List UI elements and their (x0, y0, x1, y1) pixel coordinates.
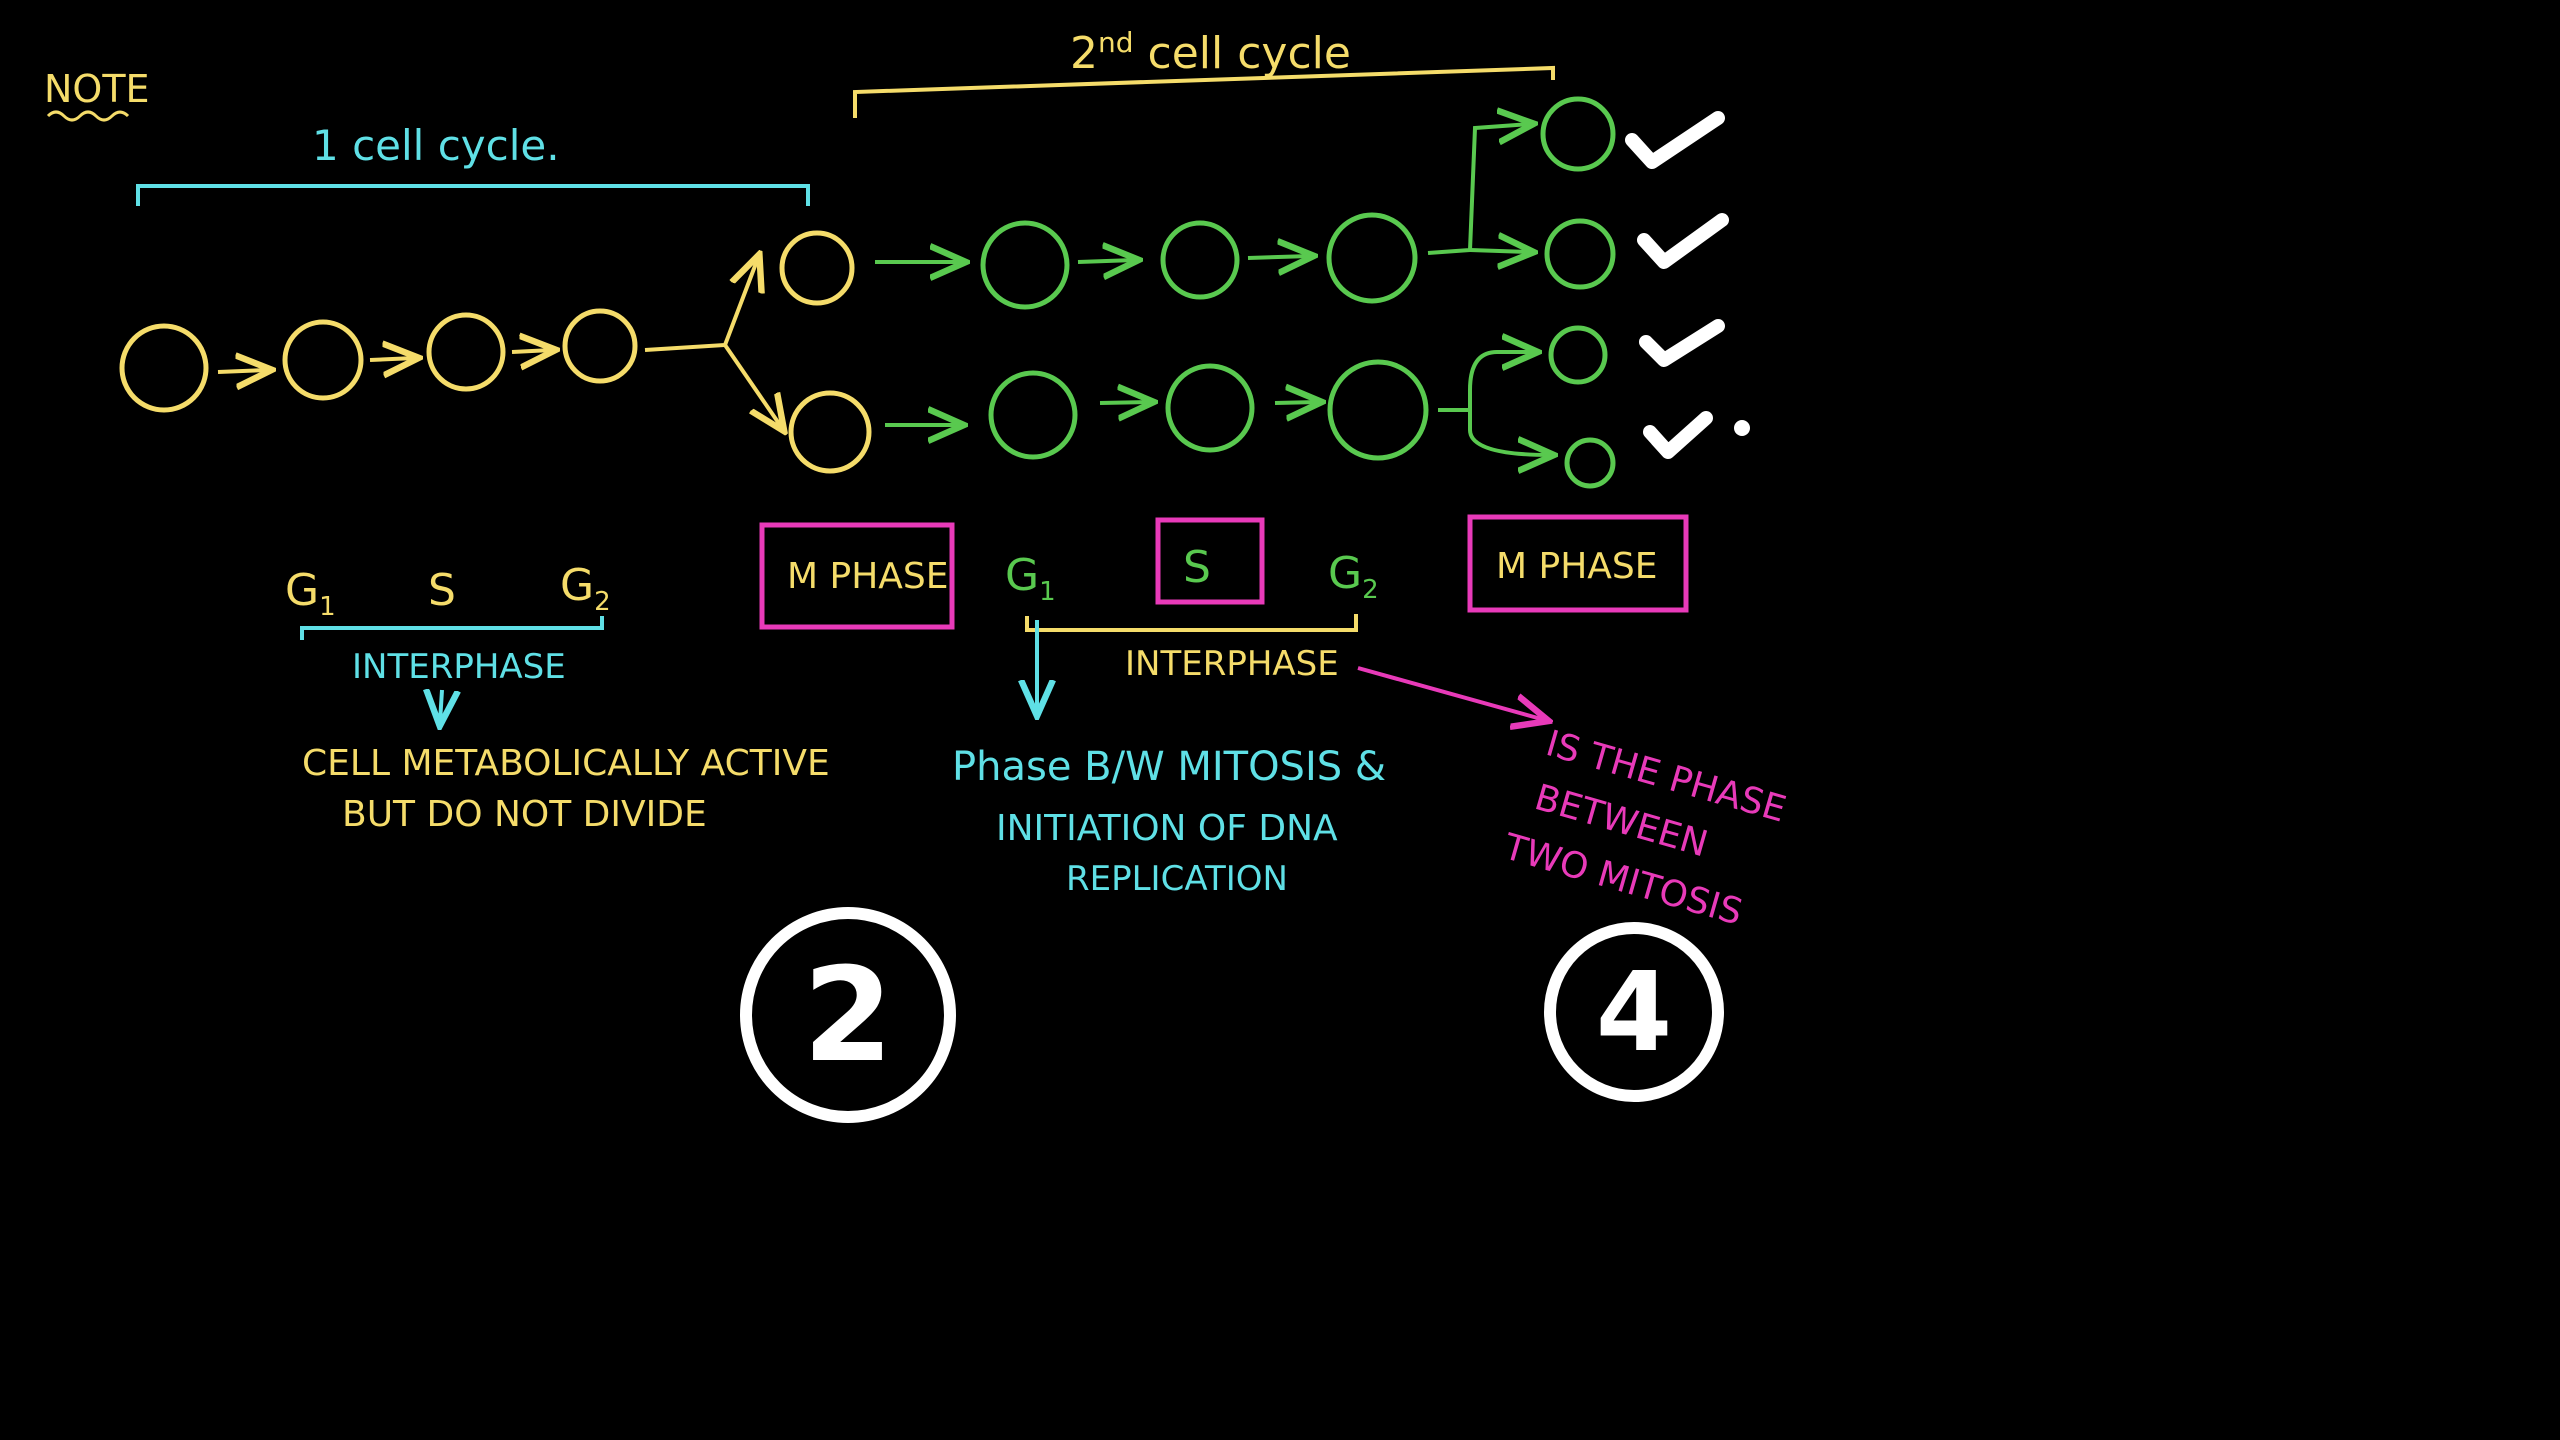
second-cycle-label-sup: nd (1098, 26, 1134, 59)
count-circle-2 (740, 907, 956, 1123)
check-icon (1625, 111, 1725, 169)
cell (426, 312, 506, 392)
check-marks (1625, 111, 1729, 459)
first-cycle-phase-labels: G1 S G2 (285, 560, 611, 622)
cell (1548, 325, 1608, 385)
second-cycle-label-main: 2 (1070, 28, 1098, 79)
second-description-line1: Phase B/W MITOSIS & (952, 744, 1386, 790)
second-interphase-bracket (1025, 614, 1358, 632)
cell (1544, 218, 1616, 290)
cell (1540, 96, 1616, 172)
count-after-first-division: 2 (803, 939, 893, 1091)
first-interphase-label: INTERPHASE (352, 647, 566, 687)
second-s-label: S (1183, 542, 1211, 593)
g2-main: G (560, 560, 594, 611)
cell (988, 370, 1078, 460)
second-cycle-cells (980, 96, 1616, 489)
count-after-second-division: 4 (1596, 948, 1673, 1076)
first-cycle-cells (119, 308, 638, 413)
check-icon (1637, 213, 1729, 269)
g2-sub: 2 (594, 587, 611, 617)
second-g2-main: G (1328, 548, 1362, 599)
first-cycle-arrows (217, 258, 782, 428)
second-g1-label: G1 (1005, 550, 1056, 607)
m-phase-label-1: M PHASE (787, 556, 949, 597)
cell (1327, 359, 1429, 461)
first-description-line1: CELL METABOLICALLY ACTIVE (302, 743, 830, 784)
definition-arrow (1357, 666, 1545, 720)
count-circle-4 (1544, 922, 1724, 1102)
dot (1734, 420, 1750, 436)
check-icon (1643, 411, 1713, 459)
cell (562, 308, 638, 384)
note-underline (46, 110, 130, 122)
cell (119, 323, 209, 413)
cell (1564, 437, 1616, 489)
second-g1-sub: 1 (1039, 577, 1056, 607)
second-cycle-arrows (875, 124, 1550, 455)
cell (788, 390, 872, 474)
cell (779, 230, 855, 306)
m-phase-box-1 (759, 522, 955, 630)
second-description-line3: REPLICATION (1066, 859, 1288, 899)
g2-label: G2 (560, 560, 611, 617)
first-cycle-bracket (136, 184, 810, 206)
first-description-line2: BUT DO NOT DIVIDE (342, 794, 707, 835)
m-phase-label-2: M PHASE (1496, 546, 1658, 587)
s-label: S (428, 565, 456, 616)
second-cycle-bracket-label: 2nd cell cycle (1070, 26, 1351, 79)
g1-label: G1 (285, 565, 336, 622)
cell (1160, 220, 1240, 300)
second-cycle-label-rest: cell cycle (1134, 28, 1351, 79)
g1-sub: 1 (319, 592, 336, 622)
s-phase-box (1155, 517, 1265, 605)
second-description-line2: INITIATION OF DNA (996, 808, 1338, 849)
note-label: NOTE (44, 67, 150, 111)
cell (980, 220, 1070, 310)
cell (1165, 363, 1255, 453)
g1-main: G (285, 565, 319, 616)
cell (1326, 212, 1418, 304)
first-interphase-bracket (300, 616, 604, 640)
first-interphase-arrow (440, 690, 442, 722)
daughter-cells-first-division (779, 230, 872, 474)
check-icon (1639, 319, 1725, 367)
second-g2-sub: 2 (1362, 575, 1379, 605)
second-g2-label: G2 (1328, 548, 1379, 605)
second-g1-main: G (1005, 550, 1039, 601)
interphase-definition: IS THE PHASE BETWEEN TWO MITOSIS (1498, 723, 1790, 934)
second-interphase-label: INTERPHASE (1125, 644, 1339, 684)
second-cycle-bracket (853, 65, 1555, 118)
cell (282, 319, 364, 401)
m-phase-box-2 (1467, 514, 1689, 613)
first-cycle-bracket-label: 1 cell cycle. (312, 121, 560, 170)
